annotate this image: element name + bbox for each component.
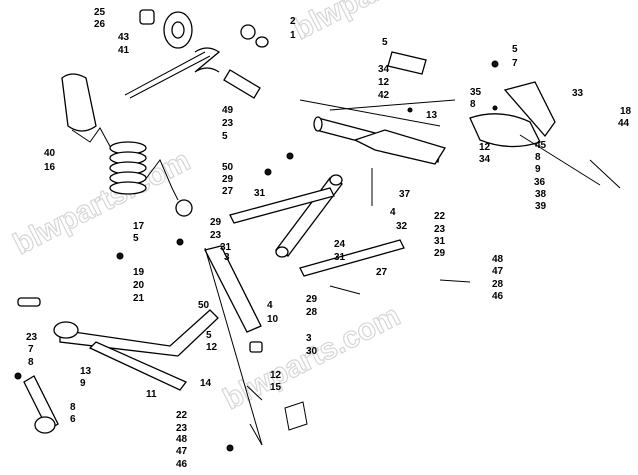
callout-8: 8: [70, 402, 76, 413]
callout-27: 27: [222, 186, 234, 197]
callout-34: 34: [479, 154, 491, 165]
callout-1: 1: [290, 30, 296, 41]
callout-31: 31: [334, 252, 346, 263]
callout-40: 40: [44, 148, 56, 159]
callout-5: 5: [382, 37, 388, 48]
front-shock-absorber: [275, 174, 343, 258]
callout-31: 31: [220, 242, 232, 253]
callout-5: 5: [206, 330, 212, 341]
callout-31: 31: [434, 236, 446, 247]
leader-arrow: [204, 247, 263, 446]
callout-12: 12: [378, 77, 390, 88]
callout-42: 42: [378, 90, 390, 101]
callout-4: 4: [390, 207, 396, 218]
callout-8: 8: [535, 152, 541, 163]
callout-9: 9: [80, 378, 86, 389]
callout-37: 37: [399, 189, 411, 200]
callout-8: 8: [470, 99, 476, 110]
callout-22: 22: [434, 211, 446, 222]
rear-arm-assembly: [17, 297, 219, 434]
callout-39: 39: [535, 201, 547, 212]
callout-27: 27: [376, 267, 388, 278]
leader-arrow: [329, 99, 456, 111]
callout-12: 12: [270, 370, 282, 381]
callout-24: 24: [334, 239, 346, 250]
callout-12: 12: [206, 342, 218, 353]
callout-4: 4: [267, 300, 273, 311]
callout-49: 49: [222, 105, 234, 116]
callout-5: 5: [222, 131, 228, 142]
callout-13: 13: [426, 110, 438, 121]
callout-3: 3: [224, 252, 230, 263]
callout-46: 46: [492, 291, 504, 302]
idler-wheel-assembly: [124, 9, 269, 99]
callout-7: 7: [28, 344, 34, 355]
callout-11: 11: [146, 389, 157, 400]
callout-30: 30: [306, 346, 318, 357]
callout-18: 18: [620, 106, 632, 117]
callout-28: 28: [492, 279, 504, 290]
callout-26: 26: [94, 19, 106, 30]
callout-3: 3: [306, 333, 312, 344]
callout-29: 29: [210, 217, 222, 228]
callout-7: 7: [512, 58, 518, 69]
callout-34: 34: [378, 64, 390, 75]
callout-41: 41: [118, 45, 130, 56]
callout-23: 23: [222, 118, 234, 129]
shock-boot-and-spring: [61, 73, 193, 217]
watermark-text: blwparts.com: [8, 144, 195, 261]
callout-47: 47: [176, 446, 188, 457]
callout-19: 19: [133, 267, 145, 278]
callout-38: 38: [535, 189, 547, 200]
callout-5: 5: [512, 44, 518, 55]
callout-31: 31: [254, 188, 266, 199]
callout-33: 33: [572, 88, 584, 99]
callout-25: 25: [94, 7, 106, 18]
callout-44: 44: [618, 118, 630, 129]
callout-14: 14: [200, 378, 212, 389]
callout-32: 32: [396, 221, 408, 232]
callout-20: 20: [133, 280, 145, 291]
callout-23: 23: [210, 230, 222, 241]
callout-labels: 2526434121534124257492335813331844545893…: [26, 7, 632, 470]
callout-28: 28: [306, 307, 318, 318]
callout-29: 29: [306, 294, 318, 305]
callout-23: 23: [26, 332, 38, 343]
callout-13: 13: [80, 366, 92, 377]
upper-cross-shaft: [299, 51, 601, 186]
callout-50: 50: [222, 162, 234, 173]
callout-43: 43: [118, 32, 130, 43]
callout-29: 29: [434, 248, 446, 259]
callout-10: 10: [267, 314, 279, 325]
callout-50: 50: [198, 300, 210, 311]
callout-12: 12: [479, 142, 491, 153]
links-and-arms: [204, 187, 405, 353]
callout-48: 48: [176, 434, 188, 445]
callout-21: 21: [133, 293, 145, 304]
callout-45: 45: [535, 140, 547, 151]
callout-22: 22: [176, 410, 188, 421]
callout-23: 23: [176, 423, 188, 434]
callout-46: 46: [176, 459, 188, 470]
callout-35: 35: [470, 87, 482, 98]
callout-2: 2: [290, 16, 296, 27]
callout-5: 5: [133, 233, 139, 244]
callout-29: 29: [222, 174, 234, 185]
callout-47: 47: [492, 266, 504, 277]
callout-36: 36: [534, 177, 546, 188]
callout-17: 17: [133, 221, 145, 232]
callout-48: 48: [492, 254, 504, 265]
callout-8: 8: [28, 357, 34, 368]
callout-23: 23: [434, 224, 446, 235]
small-hardware: [14, 60, 621, 452]
callout-15: 15: [270, 382, 282, 393]
callout-16: 16: [44, 162, 56, 173]
leader-arrow: [249, 423, 263, 446]
callout-6: 6: [70, 414, 76, 425]
callout-9: 9: [535, 164, 541, 175]
